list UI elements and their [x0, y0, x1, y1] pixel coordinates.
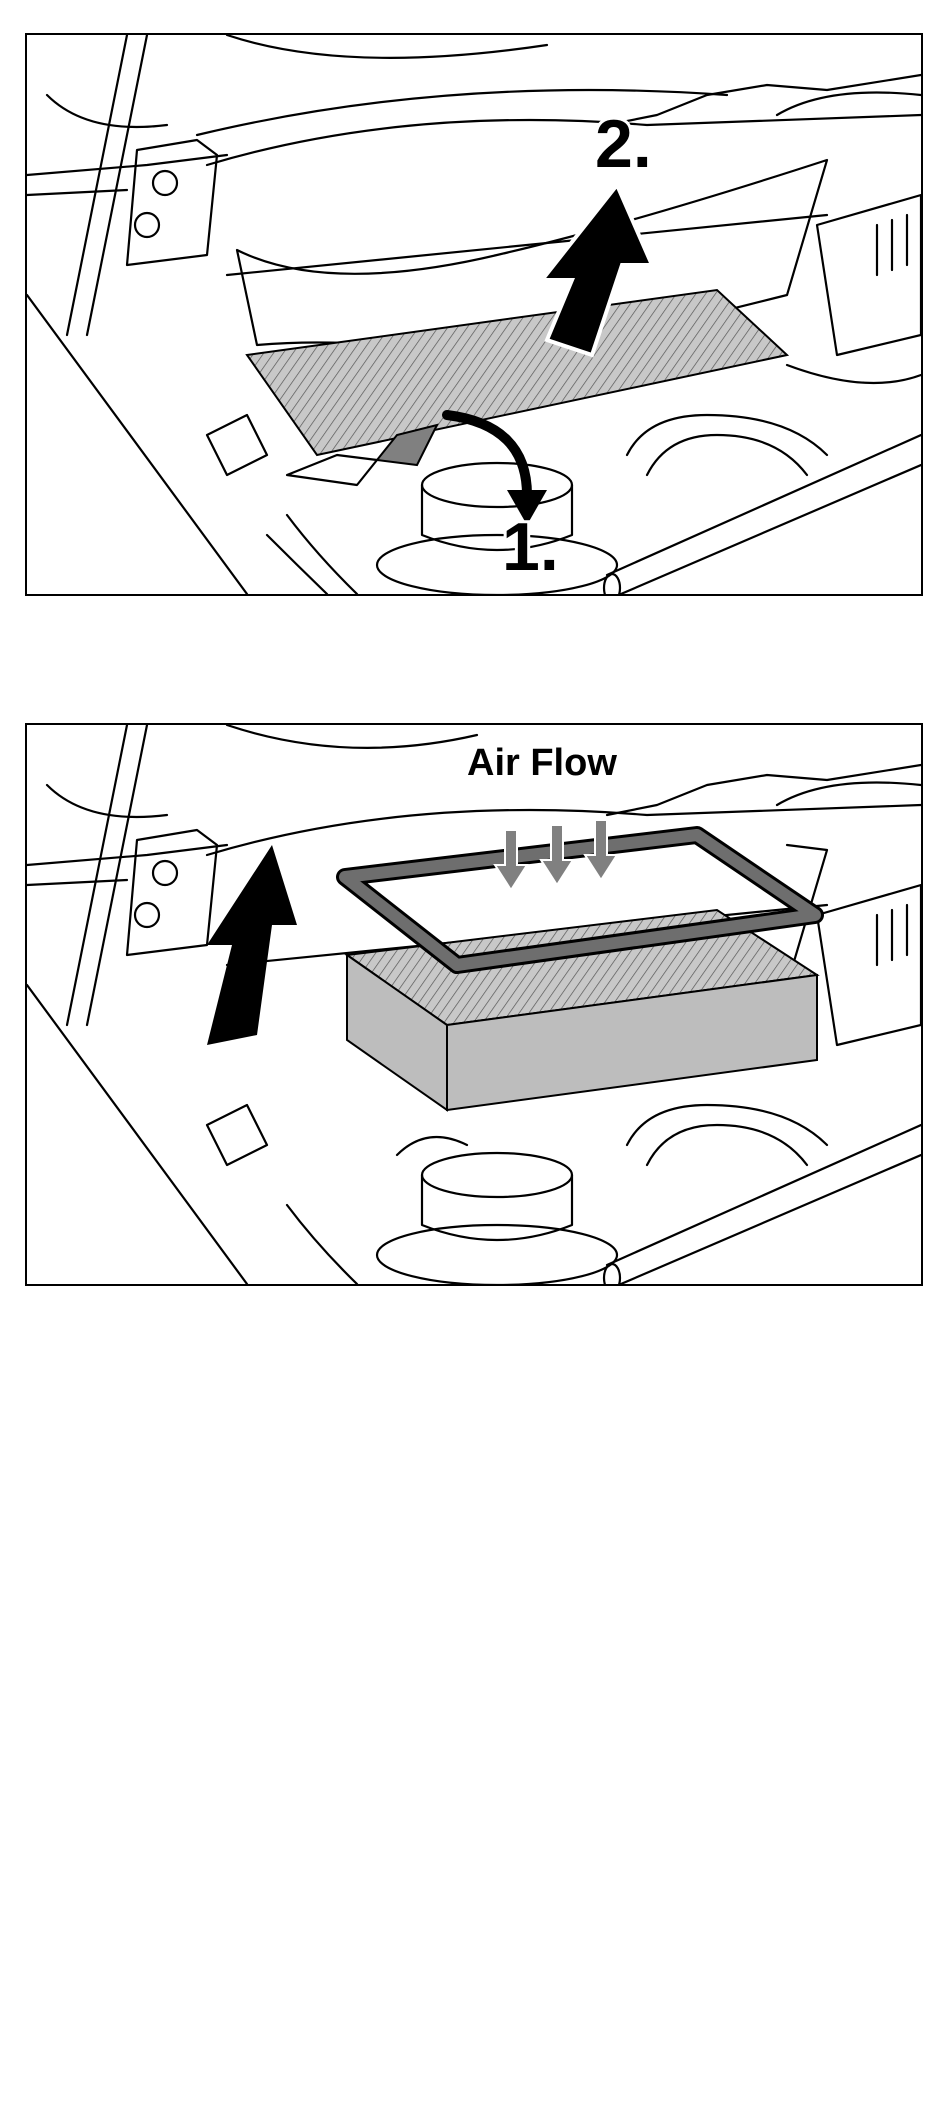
- bolt-icon: [153, 861, 177, 885]
- engine-bay-drawing-2: Air Flow: [27, 725, 921, 1284]
- lift-arrow-icon: [207, 845, 297, 1045]
- vent-grille: [817, 195, 921, 355]
- step-1-label: 1.: [502, 509, 559, 585]
- cabin-filter: [247, 290, 787, 455]
- bolt-icon: [153, 171, 177, 195]
- airflow-arrows: [495, 820, 617, 890]
- engine-bay-drawing-1: 1. 2.: [27, 35, 921, 594]
- illustration-panel-remove-cover: 1. 2.: [25, 33, 923, 596]
- curved-arrow-icon: [447, 415, 527, 495]
- strut-tower: [422, 463, 572, 507]
- illustration-panel-filter-airflow: Air Flow: [25, 723, 923, 1286]
- airflow-label: Air Flow: [467, 742, 617, 784]
- step-2-label: 2.: [595, 106, 652, 182]
